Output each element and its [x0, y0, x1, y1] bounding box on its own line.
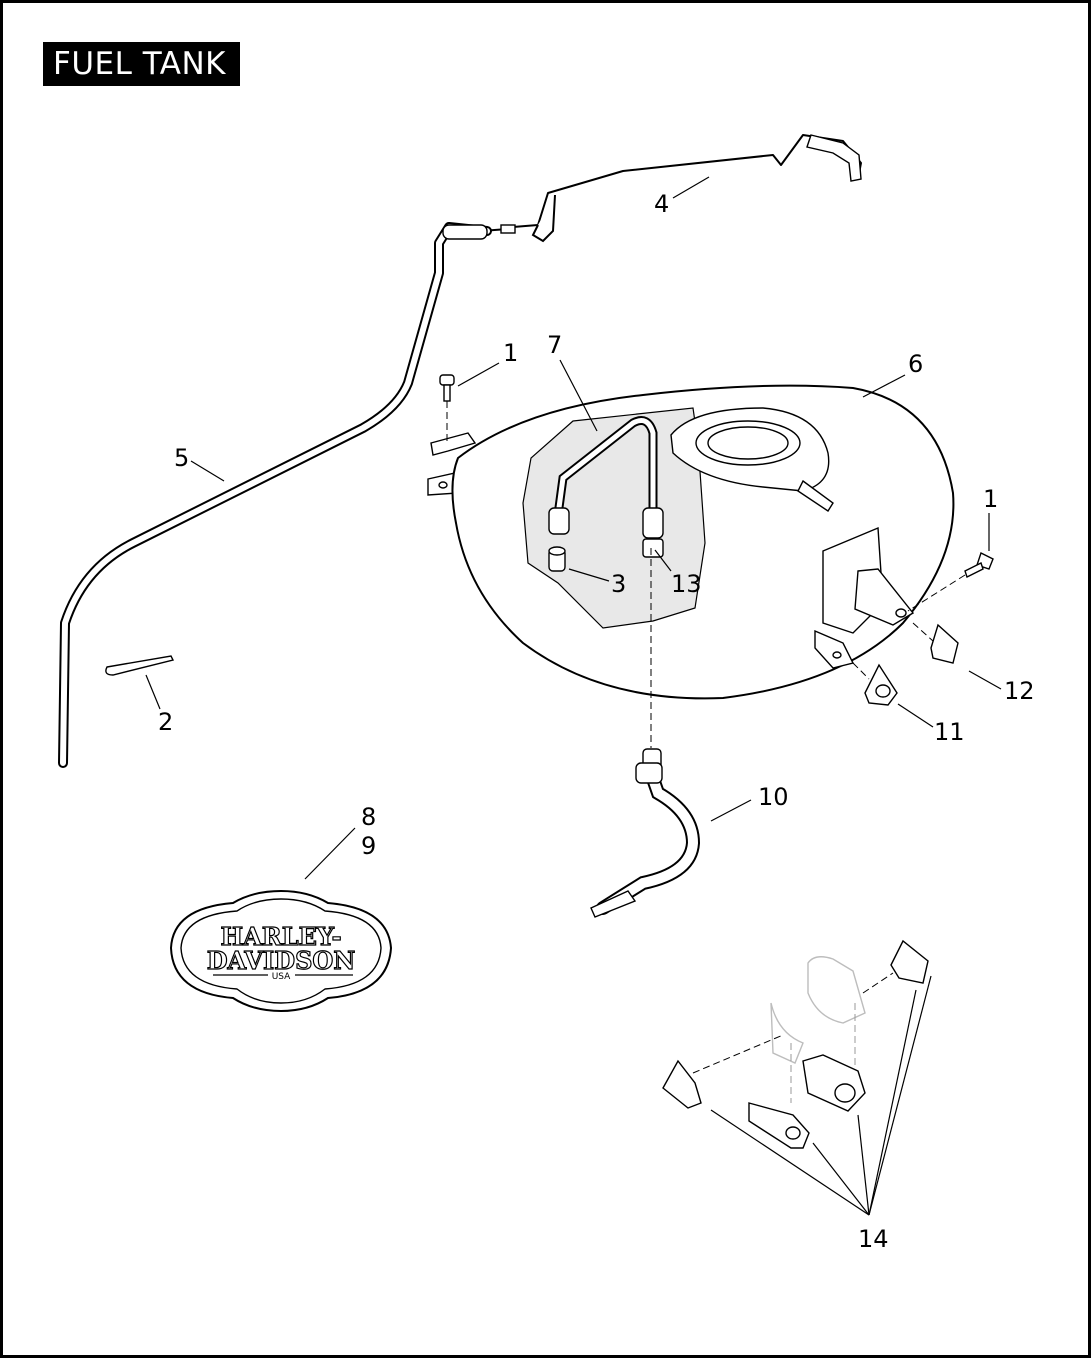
plug-fitting[interactable] — [548, 546, 566, 572]
callout-3: 3 — [611, 570, 626, 598]
emblem-line-3: USA — [272, 972, 291, 982]
diagram-title: FUEL TANK — [43, 42, 240, 86]
leader-lines — [145, 176, 1002, 1216]
screw-right[interactable] — [964, 552, 994, 578]
callout-14: 14 — [858, 1225, 889, 1253]
spring-clip[interactable] — [930, 623, 959, 664]
callout-11: 11 — [934, 718, 965, 746]
outlet-fitting[interactable] — [642, 538, 664, 558]
callout-2: 2 — [158, 708, 173, 736]
kit-bracket-clip[interactable] — [890, 939, 929, 984]
callout-7: 7 — [547, 331, 562, 359]
callout-1-right: 1 — [983, 485, 998, 513]
exploded-view-drawing: HARLEY- DAVIDSON USA — [58, 134, 1035, 1253]
emblem-line-2: DAVIDSON — [207, 946, 356, 975]
callout-8: 8 — [361, 803, 376, 831]
callout-13: 13 — [671, 570, 702, 598]
screw-left[interactable] — [439, 374, 455, 402]
vent-hose-long[interactable] — [58, 222, 492, 768]
crossover-fuel-line[interactable] — [548, 416, 664, 539]
emblem-line-1: HARLEY- — [220, 922, 341, 951]
harley-davidson-emblem[interactable]: HARLEY- DAVIDSON USA — [169, 889, 393, 1013]
callout-12: 12 — [1004, 677, 1035, 705]
callout-10: 10 — [758, 783, 789, 811]
grommet[interactable] — [864, 663, 898, 706]
cable-strap[interactable] — [105, 655, 175, 676]
fuel-supply-hose[interactable] — [590, 748, 701, 918]
callout-9: 9 — [361, 832, 376, 860]
callout-4: 4 — [654, 190, 669, 218]
kit-latch[interactable] — [802, 1054, 866, 1112]
kit-plate[interactable] — [748, 1102, 810, 1149]
callout-6: 6 — [908, 350, 923, 378]
kit-end-cap[interactable] — [662, 1059, 702, 1109]
mounting-kit-group — [692, 956, 894, 1103]
callout-5: 5 — [174, 444, 189, 472]
callout-1-left: 1 — [503, 339, 518, 367]
vent-hose-upper[interactable] — [480, 134, 862, 243]
fuel-tank-body[interactable] — [427, 384, 955, 700]
